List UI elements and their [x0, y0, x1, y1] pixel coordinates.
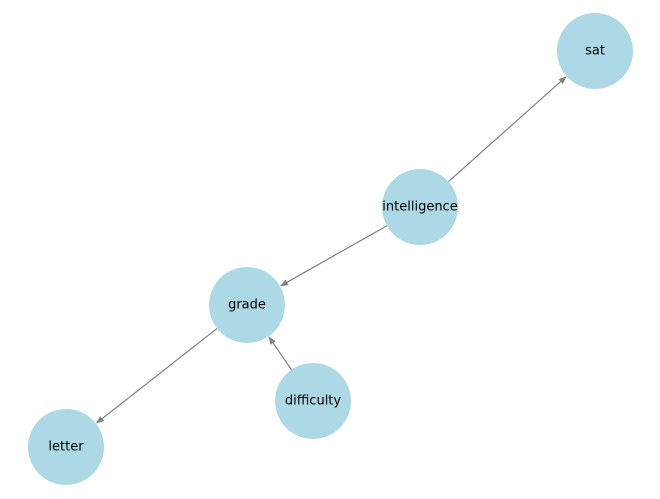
edge-intelligence-to-grade — [280, 225, 388, 287]
node-circle — [382, 169, 458, 245]
nodes-layer: sat intelligence grade difficulty letter — [28, 13, 633, 485]
edge-line — [101, 327, 218, 420]
node-label: sat — [585, 44, 605, 59]
node-intelligence: intelligence — [382, 169, 458, 245]
node-circle — [275, 363, 351, 439]
arrowhead-icon — [280, 279, 289, 287]
edges-layer — [95, 76, 567, 424]
arrowhead-icon — [95, 416, 105, 424]
node-sat: sat — [557, 13, 633, 89]
arrowhead-icon — [268, 336, 276, 345]
edge-intelligence-to-sat — [447, 76, 567, 183]
node-circle — [28, 409, 104, 485]
edge-line — [272, 342, 292, 371]
node-circle — [557, 13, 633, 89]
arrowhead-icon — [558, 76, 567, 84]
node-circle — [209, 267, 285, 343]
edge-line — [447, 81, 562, 183]
edge-line — [286, 225, 388, 283]
node-grade: grade — [209, 267, 285, 343]
node-label: intelligence — [382, 200, 457, 215]
edge-difficulty-to-grade — [268, 336, 292, 371]
node-label: difficulty — [285, 394, 342, 409]
node-letter: letter — [28, 409, 104, 485]
node-label: letter — [48, 440, 84, 455]
edge-grade-to-letter — [95, 327, 218, 424]
node-difficulty: difficulty — [275, 363, 351, 439]
node-label: grade — [228, 298, 266, 313]
